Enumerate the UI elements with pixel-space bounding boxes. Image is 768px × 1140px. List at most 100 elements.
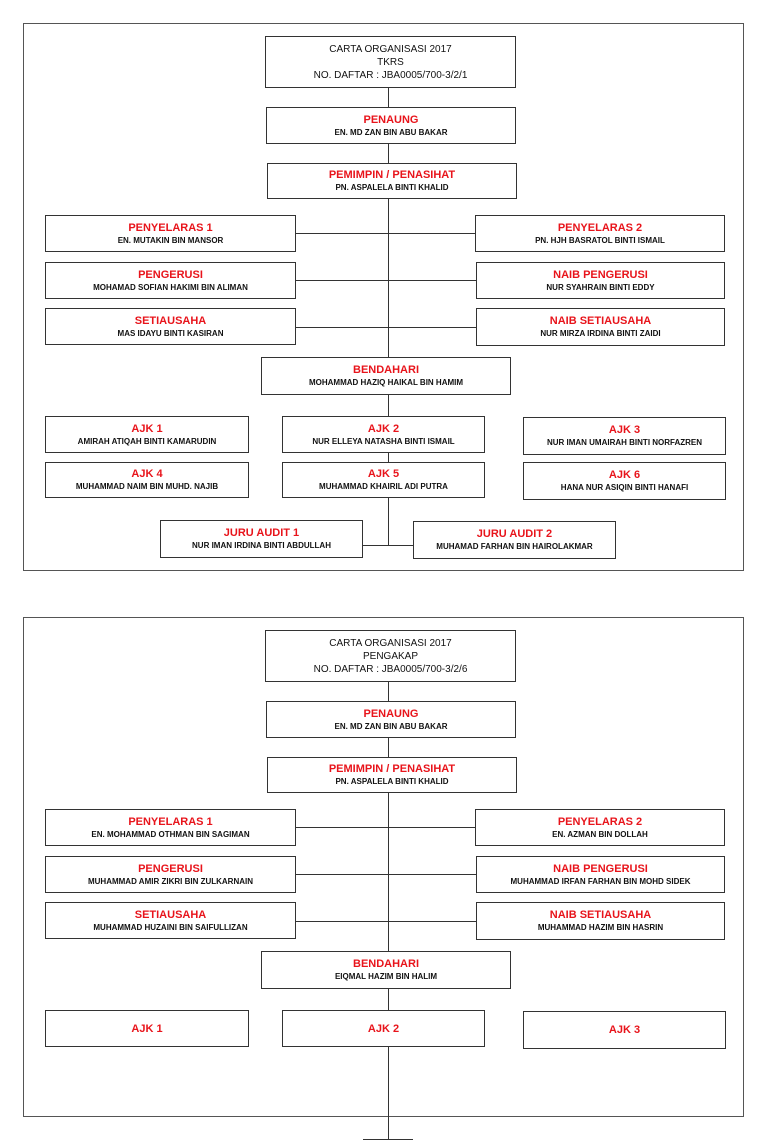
- connector-line: [388, 87, 389, 545]
- member-role: SETIAUSAHA: [134, 314, 207, 327]
- org-chart-frame: [23, 23, 744, 571]
- header-line3: NO. DAFTAR : JBA0005/700-3/2/6: [313, 663, 468, 675]
- member-name: MUHAMMAD NAIM BIN MUHD. NAJIB: [75, 482, 219, 491]
- connector-line: [363, 545, 413, 546]
- header-line3: NO. DAFTAR : JBA0005/700-3/2/1: [313, 69, 468, 81]
- member-name: EN. AZMAN BIN DOLLAH: [552, 829, 648, 839]
- member-name: PN. ASPALELA BINTI KHALID: [335, 777, 449, 786]
- member-role: PENYELARAS 1: [128, 815, 213, 828]
- member-name: MUHAMMAD HUZAINI BIN SAIFULLIZAN: [93, 922, 248, 932]
- member-name: MUHAMMAD IRFAN FARHAN BIN MOHD SIDEK: [510, 876, 691, 886]
- member-name: NUR IMAN IRDINA BINTI ABDULLAH: [192, 541, 331, 550]
- member-role: PENYELARAS 2: [557, 815, 643, 828]
- member-role: PENGERUSI: [138, 862, 203, 875]
- connector-line: [296, 921, 476, 922]
- member-role: NAIB PENGERUSI: [553, 862, 648, 875]
- member-box: BENDAHARI EIQMAL HAZIM BIN HALIM: [261, 951, 511, 989]
- member-role: PENAUNG: [363, 113, 419, 126]
- member-name: NUR MIRZA IRDINA BINTI ZAIDI: [540, 329, 661, 338]
- member-name: NUR IMAN UMAIRAH BINTI NORFAZREN: [546, 438, 703, 447]
- member-name: EN. MD ZAN BIN ABU BAKAR: [334, 127, 448, 137]
- member-box: NAIB SETIAUSAHA MUHAMMAD HAZIM BIN HASRIN: [476, 902, 725, 940]
- member-role: AJK 4: [131, 468, 163, 480]
- member-role: PENGERUSI: [138, 268, 203, 281]
- member-role: JURU AUDIT 1: [223, 527, 300, 539]
- connector-line: [296, 280, 476, 281]
- member-box: PEMIMPIN / PENASIHAT PN. ASPALELA BINTI K…: [267, 163, 517, 199]
- member-role: AJK 1: [131, 422, 163, 435]
- member-name: MUHAMMAD HAZIM BIN HASRIN: [537, 923, 664, 932]
- member-box: AJK 3: [523, 1011, 726, 1049]
- member-name: AMIRAH ATIQAH BINTI KAMARUDIN: [77, 436, 217, 446]
- member-role: SETIAUSAHA: [134, 908, 207, 921]
- member-name: NUR SYAHRAIN BINTI EDDY: [546, 282, 655, 292]
- member-role: PENYELARAS 2: [557, 221, 643, 234]
- member-role: PENAUNG: [363, 707, 419, 720]
- member-name: MAS IDAYU BINTI KASIRAN: [117, 328, 224, 338]
- member-role: PEMIMPIN / PENASIHAT: [328, 763, 456, 775]
- member-box: AJK 5 MUHAMMAD KHAIRIL ADI PUTRA: [282, 462, 485, 498]
- member-role: BENDAHARI: [353, 958, 419, 970]
- member-role: PENYELARAS 1: [128, 221, 213, 234]
- member-role: BENDAHARI: [353, 364, 419, 376]
- member-role: NAIB SETIAUSAHA: [549, 315, 652, 327]
- member-name: NUR ELLEYA NATASHA BINTI ISMAIL: [312, 436, 455, 446]
- connector-line: [296, 327, 476, 328]
- member-name: PN. ASPALELA BINTI KHALID: [335, 183, 449, 192]
- member-role: PEMIMPIN / PENASIHAT: [328, 169, 456, 181]
- member-name: MOHAMAD SOFIAN HAKIMI BIN ALIMAN: [93, 282, 248, 292]
- member-role: NAIB PENGERUSI: [553, 268, 648, 281]
- connector-line: [296, 827, 475, 828]
- member-name: MUHAMMAD KHAIRIL ADI PUTRA: [319, 482, 448, 491]
- member-name: PN. HJH BASRATOL BINTI ISMAIL: [535, 235, 665, 245]
- member-box: AJK 4 MUHAMMAD NAIM BIN MUHD. NAJIB: [45, 462, 249, 498]
- member-role: AJK 3: [608, 424, 641, 436]
- member-box: BENDAHARI MOHAMMAD HAZIQ HAIKAL BIN HAMIM: [261, 357, 511, 395]
- member-role: AJK 3: [608, 1024, 641, 1036]
- header-line2: TKRS: [377, 56, 404, 68]
- header-line2: PENGAKAP: [362, 650, 419, 662]
- member-box: JURU AUDIT 2 MUHAMAD FARHAN BIN HAIROLAKM…: [413, 521, 616, 559]
- member-box: NAIB SETIAUSAHA NUR MIRZA IRDINA BINTI ZA…: [476, 308, 725, 346]
- member-box: AJK 2: [282, 1010, 485, 1047]
- member-box: JURU AUDIT 1 NUR IMAN IRDINA BINTI ABDULL…: [160, 520, 363, 558]
- connector-line: [296, 874, 476, 875]
- header-line1: CARTA ORGANISASI 2017: [329, 43, 452, 55]
- member-role: AJK 2: [367, 422, 400, 435]
- member-role: AJK 6: [608, 469, 641, 481]
- member-role: AJK 5: [367, 468, 400, 480]
- member-name: MUHAMAD FARHAN BIN HAIROLAKMAR: [436, 542, 593, 551]
- member-box: PEMIMPIN / PENASIHAT PN. ASPALELA BINTI K…: [267, 757, 517, 793]
- connector-line: [296, 233, 475, 234]
- connector-line: [388, 681, 389, 1139]
- header-line1: CARTA ORGANISASI 2017: [329, 637, 452, 649]
- member-name: MOHAMMAD HAZIQ HAIKAL BIN HAMIM: [308, 378, 464, 387]
- member-name: MUHAMMAD AMIR ZIKRI BIN ZULKARNAIN: [87, 876, 253, 886]
- member-box: AJK 1: [45, 1010, 249, 1047]
- member-name: EN. MD ZAN BIN ABU BAKAR: [334, 721, 448, 731]
- member-name: EN. MUTAKIN BIN MANSOR: [117, 235, 224, 245]
- member-name: HANA NUR ASIQIN BINTI HANAFI: [560, 483, 689, 492]
- member-box: AJK 3 NUR IMAN UMAIRAH BINTI NORFAZREN: [523, 417, 726, 455]
- member-name: EIQMAL HAZIM BIN HALIM: [334, 972, 438, 981]
- member-role: JURU AUDIT 2: [476, 528, 553, 540]
- member-box: AJK 6 HANA NUR ASIQIN BINTI HANAFI: [523, 462, 726, 500]
- member-name: EN. MOHAMMAD OTHMAN BIN SAGIMAN: [91, 829, 250, 839]
- member-role: NAIB SETIAUSAHA: [549, 909, 652, 921]
